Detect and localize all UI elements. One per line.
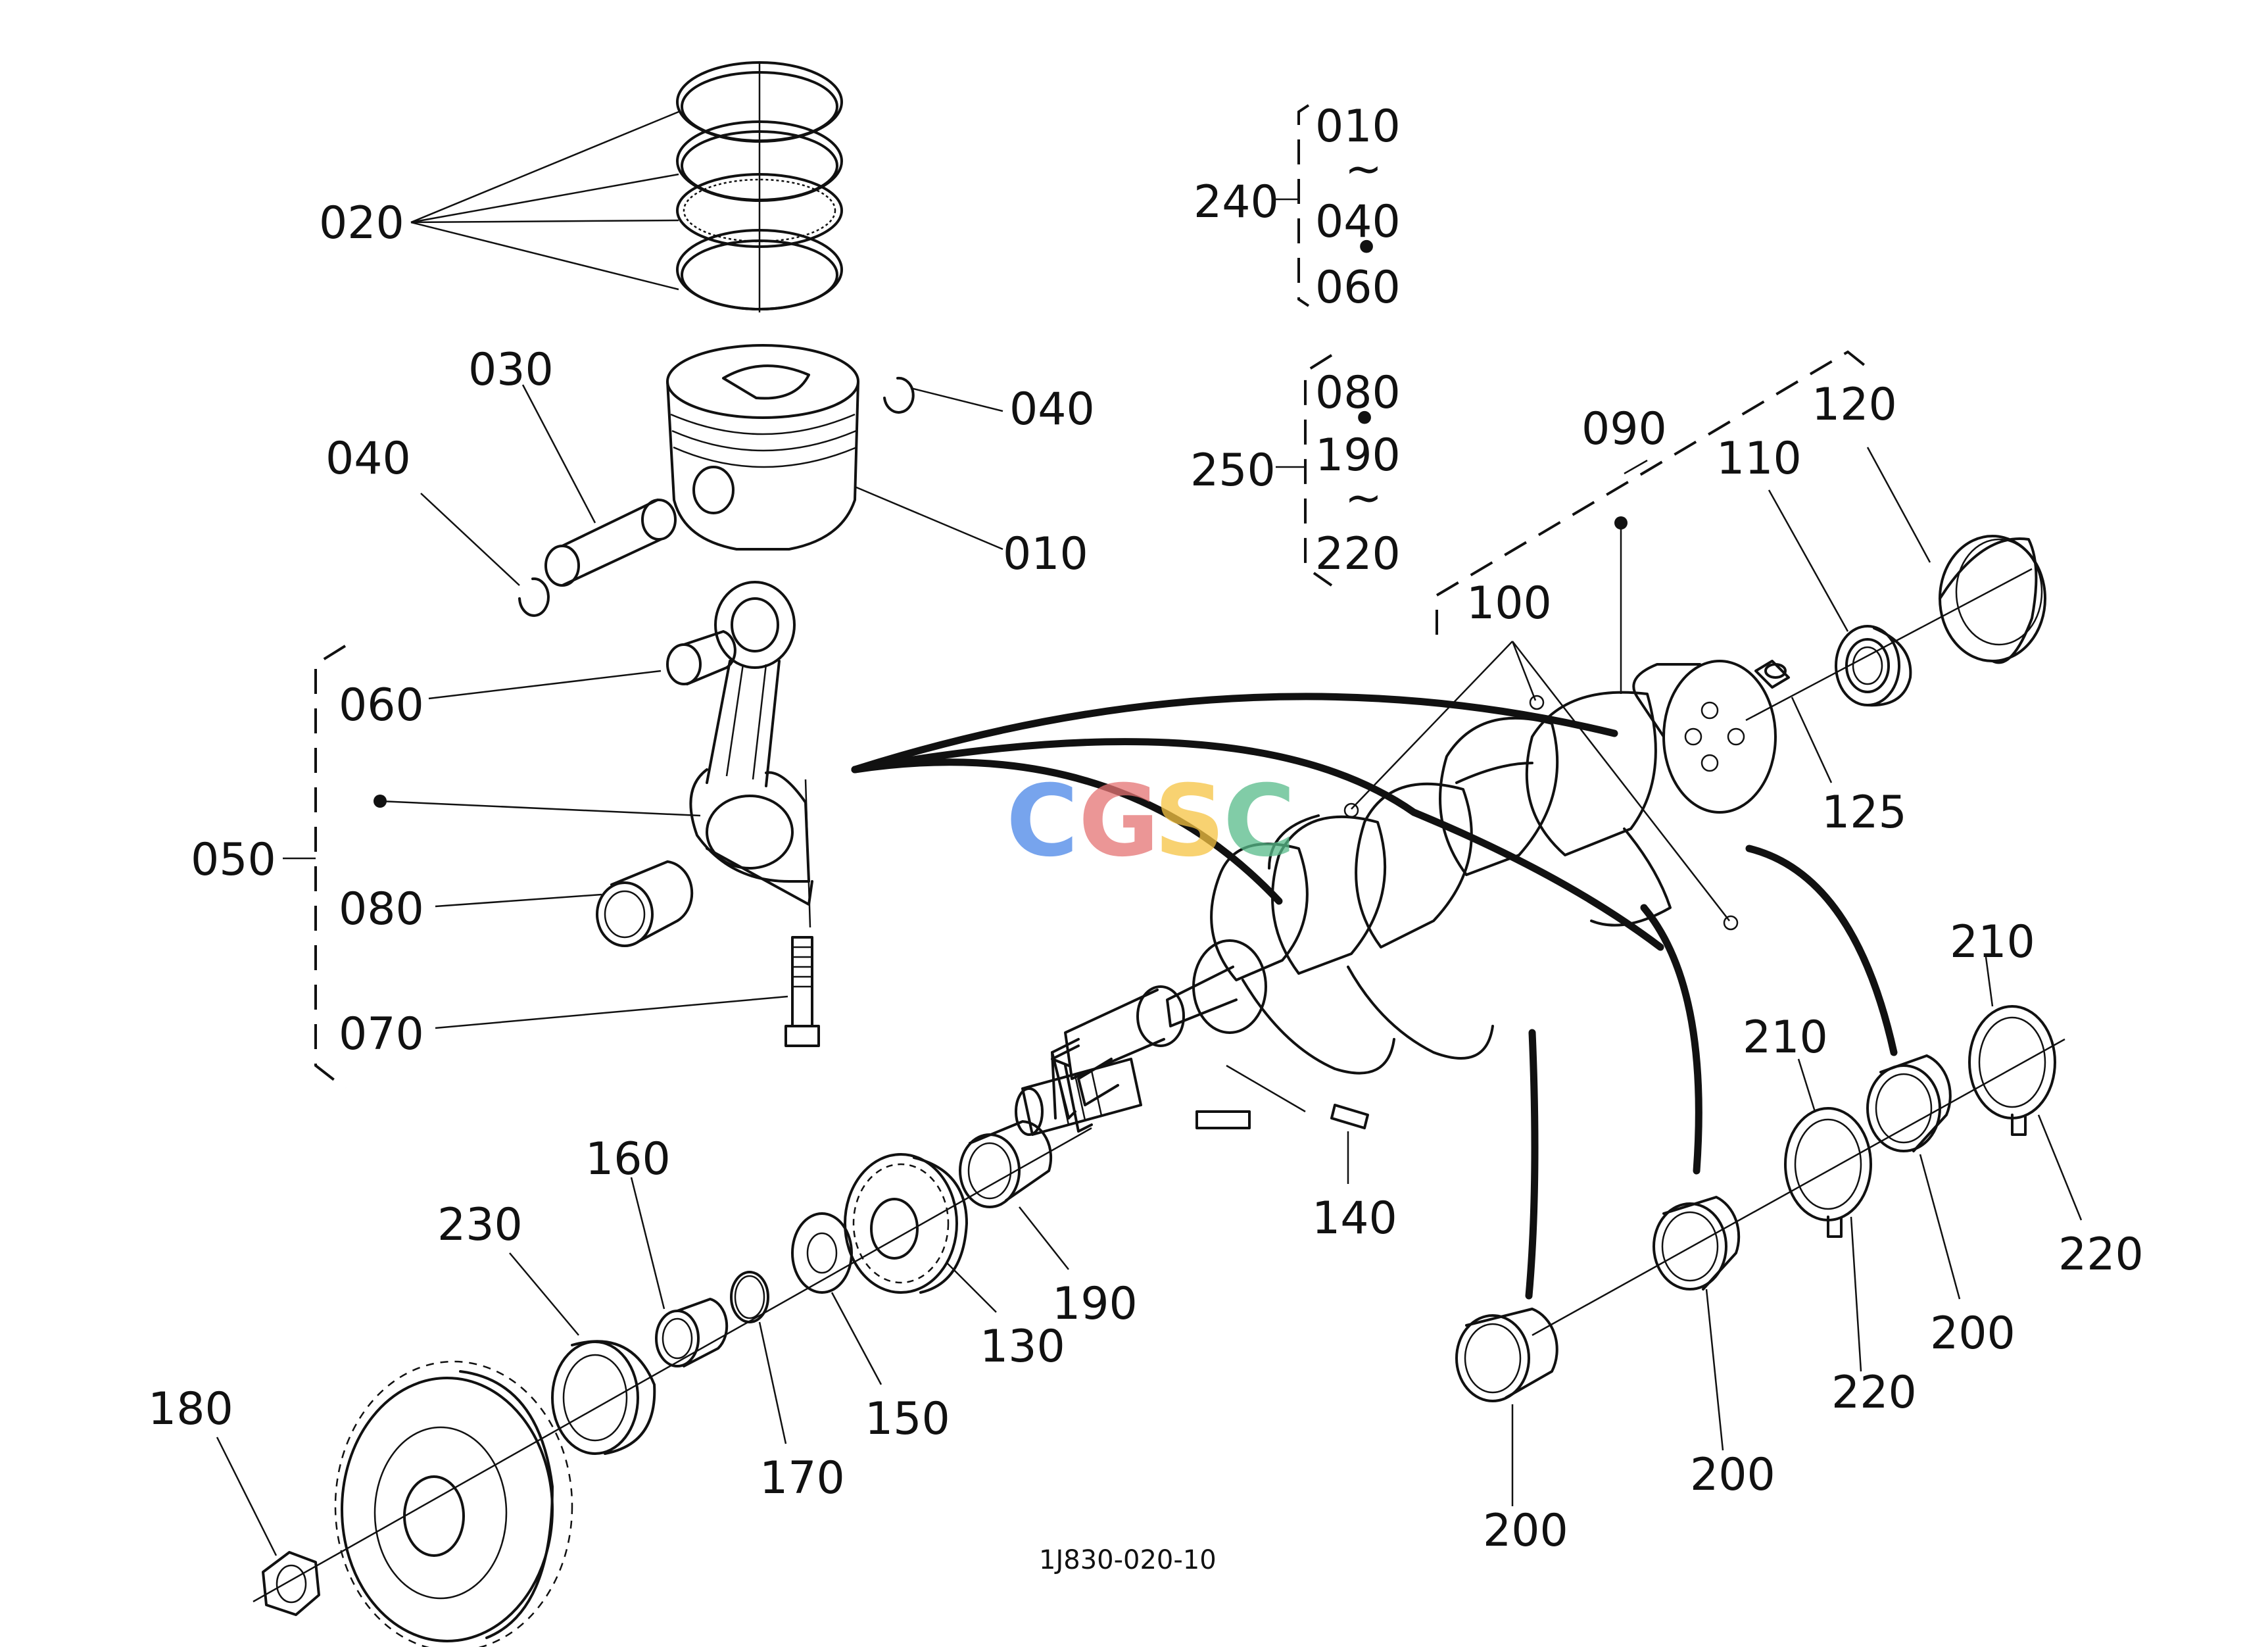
label-050: 050 [191, 834, 276, 886]
bearing-icon [1835, 625, 1912, 707]
washer-icon [791, 1212, 853, 1294]
label-240: 240 [1194, 176, 1279, 228]
label-200-mid: 200 [1690, 1449, 1775, 1501]
piston-icon [666, 344, 859, 551]
leader-lines-020 [410, 111, 679, 291]
label-125: 125 [1822, 787, 1907, 839]
crankshaft-icon [1051, 660, 1777, 1133]
label-120: 120 [1812, 379, 1897, 431]
label-250: 250 [1190, 445, 1276, 497]
oil-seal-icon [551, 1340, 656, 1455]
label-140: 140 [1312, 1192, 1397, 1244]
label-060: 060 [339, 679, 424, 731]
part-labels: 020 030 040 040 010 060 050 080 070 240 … [148, 101, 2144, 1575]
tilde-250: ~ [1345, 472, 1382, 524]
bushing-icon [655, 1298, 729, 1367]
piston-pin-icon [544, 499, 677, 587]
label-220-mid: 220 [1831, 1367, 1917, 1419]
bearing-icon [596, 630, 736, 947]
label-040-right: 040 [1009, 383, 1095, 435]
label-230: 230 [437, 1199, 523, 1251]
dot-240: • [1353, 222, 1380, 274]
label-250-b: 190 [1315, 430, 1401, 481]
label-200-right: 200 [1930, 1308, 2015, 1360]
tilde-240: ~ [1345, 143, 1382, 195]
label-180: 180 [148, 1383, 233, 1435]
bracket-090 [1436, 350, 1866, 635]
label-150: 150 [865, 1393, 950, 1445]
label-220-right: 220 [2058, 1229, 2144, 1281]
assembly-arrows [851, 693, 1898, 1300]
label-200-left: 200 [1483, 1505, 1568, 1557]
bearing-icon [1866, 1054, 1952, 1152]
label-020: 020 [319, 197, 404, 249]
label-250-c: 220 [1315, 528, 1401, 580]
label-030: 030 [468, 344, 554, 396]
bearing-icon [1939, 535, 2046, 664]
svg-text:S: S [1154, 764, 1225, 879]
bolt-icon [1015, 1058, 1142, 1136]
label-170: 170 [760, 1452, 845, 1504]
bolt-icon [784, 936, 820, 1047]
label-090: 090 [1581, 403, 1667, 455]
label-040-left: 040 [326, 433, 411, 485]
thrust-washer-icon [1784, 1107, 1872, 1238]
bracket-050 [314, 645, 347, 1090]
label-130: 130 [980, 1321, 1065, 1373]
label-240-plus: 060 [1315, 262, 1401, 314]
connecting-rod-icon [689, 581, 813, 928]
label-080: 080 [339, 883, 424, 935]
watermark-logo: C G S C [1006, 764, 1295, 879]
thrust-washer-icon [1968, 1005, 2056, 1136]
label-160: 160 [585, 1133, 671, 1185]
bracket-250 [1304, 354, 1333, 587]
label-190: 190 [1052, 1278, 1138, 1330]
dot-250: • [1351, 393, 1378, 445]
drawing-code: 1J830-020-10 [1039, 1545, 1217, 1575]
svg-text:G: G [1078, 764, 1159, 879]
pulley-icon [334, 1360, 573, 1647]
dowel-pin-icon [1754, 660, 1790, 689]
key-icon [1195, 1104, 1369, 1129]
bearing-icon [1455, 1308, 1558, 1402]
piston-ring-icon [676, 61, 843, 312]
label-110: 110 [1716, 433, 1802, 485]
bracket-240 [1297, 104, 1310, 307]
circlip-icon [518, 376, 915, 617]
svg-text:C: C [1223, 764, 1295, 879]
label-210-lower: 210 [1743, 1012, 1828, 1064]
bearing-icon [1653, 1196, 1741, 1291]
svg-text:C: C [1006, 764, 1078, 879]
label-240-to: 040 [1315, 196, 1401, 248]
gear-icon [844, 1153, 968, 1294]
label-240-from: 010 [1315, 101, 1401, 153]
label-010: 010 [1003, 528, 1088, 580]
label-250-a: 080 [1315, 367, 1401, 419]
label-070: 070 [339, 1008, 424, 1060]
label-100: 100 [1466, 578, 1552, 629]
label-210-upper: 210 [1950, 916, 2035, 968]
nut-icon [262, 1551, 320, 1616]
bearing-icon [959, 1120, 1053, 1208]
